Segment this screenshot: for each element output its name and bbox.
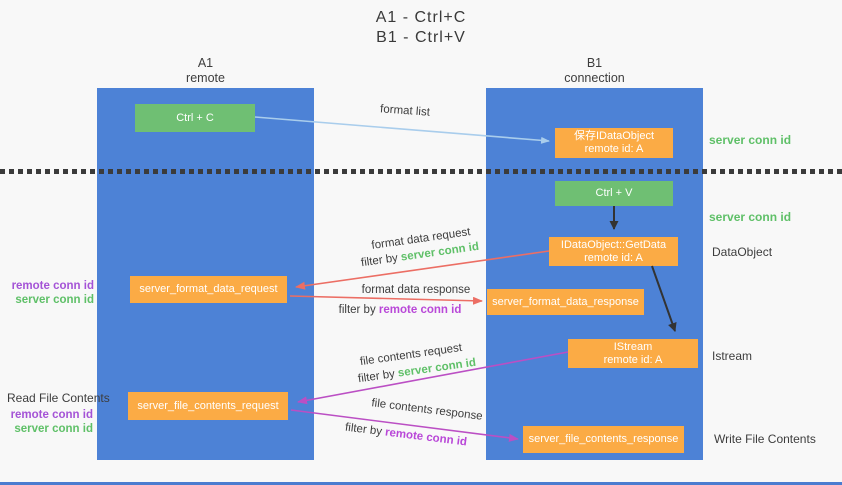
node-server-format-data-request: server_format_data_request	[130, 276, 287, 303]
node-istream: IStream remote id: A	[568, 339, 698, 368]
node-server-file-contents-response: server_file_contents_response	[523, 426, 684, 453]
edge-label-format-list: format list	[379, 103, 431, 119]
edge-label-file-contents-response-filter: filter by remote conn id	[336, 421, 476, 450]
lifeline-b1-header: B1 connection	[486, 56, 703, 86]
node-server-file-contents-request: server_file_contents_request	[128, 392, 288, 420]
node-ctrl-c: Ctrl + C	[135, 104, 255, 132]
node-ctrl-c-label: Ctrl + C	[176, 111, 214, 124]
node-save-idataobject: 保存IDataObject remote id: A	[555, 128, 673, 158]
node-sfc-request-label: server_file_contents_request	[137, 399, 279, 412]
lifeline-a1-subtitle: remote	[186, 71, 225, 85]
filter-prefix: filter by	[344, 421, 383, 438]
filter-prefix: filter by	[357, 368, 396, 386]
label-server-conn-id-right-1: server conn id	[709, 133, 792, 147]
title-line-2: B1 - Ctrl+V	[376, 29, 466, 46]
label-istream: Istream	[712, 349, 753, 363]
label-server-conn-id-left-bottom: server conn id	[14, 423, 93, 435]
label-dataobject: DataObject	[712, 245, 773, 259]
label-conn-ids-left-top: remote conn id server conn id	[0, 279, 94, 307]
filter-key-remote-conn-id: remote conn id	[384, 426, 468, 449]
node-istream-line1: IStream	[613, 340, 653, 353]
node-server-format-data-response: server_format_data_response	[487, 289, 644, 315]
edge-label-format-data-response: format data response	[361, 284, 471, 296]
filter-prefix: filter by	[338, 304, 376, 316]
arrow-format-data-response	[289, 295, 483, 305]
node-save-idataobject-line2: remote id: A	[584, 143, 644, 155]
lifeline-a1-header: A1 remote	[97, 56, 314, 86]
edge-label-format-data-response-filter: filter by remote conn id	[330, 304, 470, 316]
label-remote-conn-id-bottom: remote conn id	[10, 409, 93, 421]
node-save-idataobject-line1: 保存IDataObject	[573, 130, 655, 142]
node-getdata-line2: remote id: A	[584, 251, 643, 264]
node-sfd-request-label: server_format_data_request	[139, 283, 278, 295]
node-ctrl-v: Ctrl + V	[555, 181, 673, 206]
title-line-1: A1 - Ctrl+C	[375, 9, 467, 26]
node-getdata-line1: IDataObject::GetData	[560, 238, 667, 251]
lifeline-a1-name: A1	[197, 56, 214, 70]
label-conn-ids-left-bottom: remote conn id server conn id	[0, 408, 93, 436]
phase-separator-dotted-line	[0, 169, 842, 174]
bottom-edge-bar	[0, 482, 842, 485]
lifeline-b1-name: B1	[586, 56, 603, 70]
label-read-file-contents: Read File Contents	[7, 391, 110, 405]
filter-prefix: filter by	[360, 252, 399, 270]
lifeline-b1-subtitle: connection	[564, 71, 625, 85]
label-server-conn-id-left-top: server conn id	[15, 294, 94, 306]
label-server-conn-id-right-2: server conn id	[709, 210, 792, 224]
label-remote-conn-id-top: remote conn id	[11, 280, 94, 292]
diagram-title: A1 - Ctrl+C B1 - Ctrl+V	[0, 8, 842, 48]
node-ctrl-v-label: Ctrl + V	[595, 187, 633, 199]
filter-key-remote-conn-id: remote conn id	[378, 304, 462, 316]
node-sfd-response-label: server_format_data_response	[492, 295, 639, 308]
label-write-file-contents: Write File Contents	[714, 432, 816, 446]
edge-label-file-contents-response: file contents response	[370, 397, 484, 423]
node-istream-line2: remote id: A	[603, 353, 663, 366]
node-idataobject-getdata: IDataObject::GetData remote id: A	[549, 237, 678, 266]
node-sfc-response-label: server_file_contents_response	[528, 433, 679, 445]
